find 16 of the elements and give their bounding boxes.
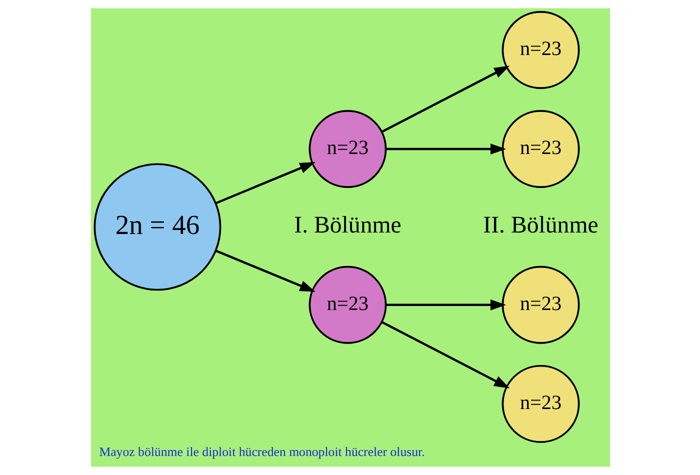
arrow (380, 66, 510, 133)
node-circle: n=23 (501, 364, 580, 443)
node-circle: n=23 (501, 11, 580, 89)
node-circle: n=23 (501, 266, 580, 344)
label: II. Bölünme (482, 212, 598, 239)
node-circle: n=23 (501, 110, 580, 188)
arrow (385, 299, 506, 310)
arrow (380, 321, 510, 388)
label: I. Bölünme (294, 212, 401, 239)
arrow (214, 162, 315, 204)
node-circle: n=23 (308, 266, 386, 344)
arrow (214, 250, 315, 292)
node-circle: n=23 (308, 110, 386, 188)
node-circle: 2n = 46 (93, 163, 221, 291)
arrow (385, 144, 506, 154)
caption: Mayoz bölünme ile diploit hücreden monoploit hücreler olusur. (98, 444, 424, 459)
